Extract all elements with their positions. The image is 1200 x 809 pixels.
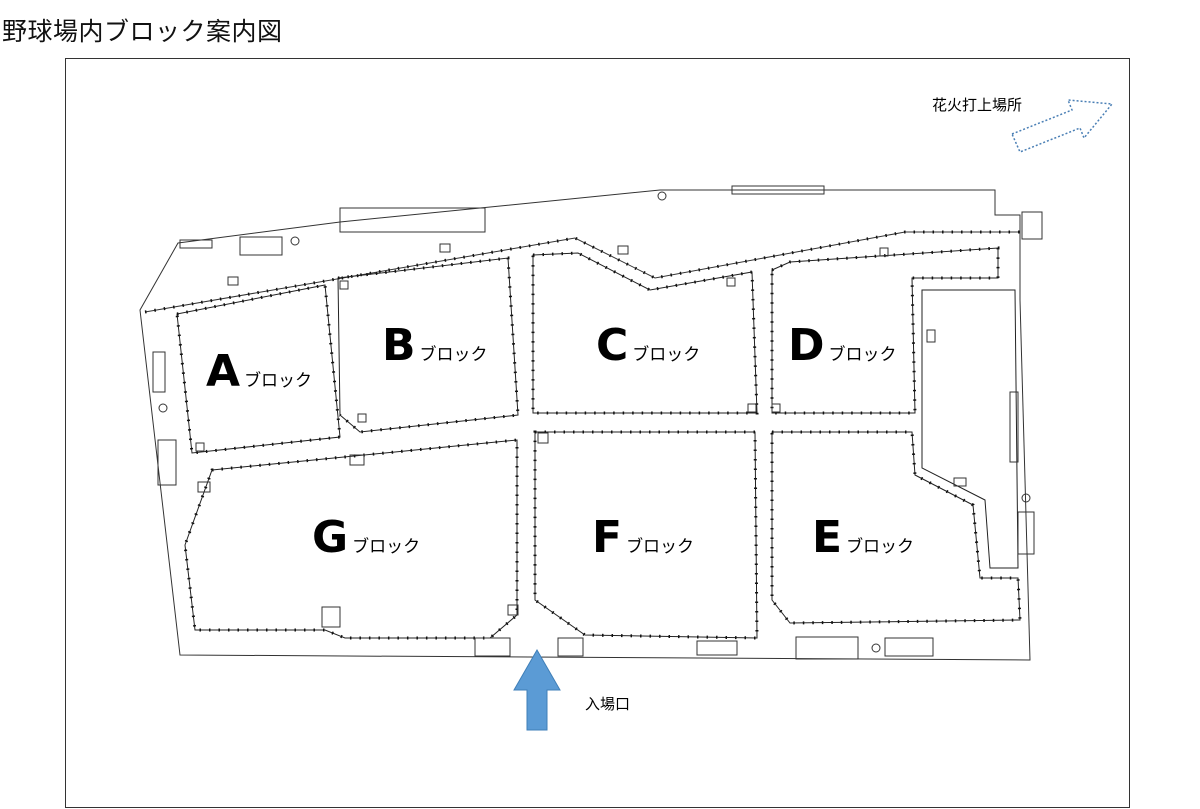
- building: [696, 640, 738, 656]
- map-frame: [65, 58, 1130, 808]
- building: [1009, 391, 1019, 463]
- stadium-outline: [139, 189, 1031, 661]
- gate: [557, 637, 584, 657]
- building: [152, 351, 166, 393]
- box: [537, 432, 549, 444]
- entrance-label: 入場口: [585, 695, 630, 713]
- gate: [474, 637, 511, 657]
- box: [771, 403, 781, 413]
- box: [726, 277, 736, 287]
- block-seat-dots: [175, 246, 1022, 640]
- box: [617, 245, 629, 255]
- box: [953, 477, 967, 487]
- building: [884, 637, 934, 657]
- block-e-inner: [921, 289, 1019, 569]
- page-title: 野球場内ブロック案内図: [2, 17, 283, 46]
- stairs: [795, 636, 859, 660]
- box: [227, 276, 239, 286]
- block-outlines: [176, 247, 1021, 639]
- box: [349, 454, 365, 466]
- seating-dots: [144, 230, 1020, 314]
- block-f-outline: [534, 431, 758, 639]
- facilities: [152, 185, 1043, 660]
- box: [339, 280, 349, 290]
- box: [197, 481, 211, 493]
- seating-band: [144, 231, 1020, 313]
- block-a-outline: [176, 284, 341, 454]
- building: [239, 236, 283, 256]
- entrance-arrow: [513, 648, 561, 731]
- marker-circle: [1021, 493, 1031, 503]
- block-g-outline: [184, 439, 518, 639]
- building: [321, 606, 341, 628]
- box: [357, 413, 367, 423]
- building: [731, 185, 825, 195]
- marker-circle: [290, 236, 300, 246]
- block-d-outline: [771, 247, 999, 414]
- block-c-outline: [532, 252, 758, 414]
- marker-circle: [871, 643, 881, 653]
- building: [1021, 211, 1043, 240]
- marker-circle: [158, 403, 168, 413]
- box: [507, 604, 519, 616]
- building: [179, 239, 213, 249]
- stairs: [157, 439, 177, 486]
- box: [926, 329, 936, 343]
- box: [195, 442, 205, 452]
- fireworks-label: 花火打上場所: [932, 96, 1022, 114]
- building: [1017, 511, 1035, 555]
- marker-circle: [657, 191, 667, 201]
- block-e-outline: [771, 431, 1021, 624]
- box: [747, 403, 757, 413]
- fireworks-direction-arrow: [1010, 99, 1114, 153]
- box: [879, 247, 889, 257]
- building: [339, 207, 486, 233]
- box: [439, 243, 451, 253]
